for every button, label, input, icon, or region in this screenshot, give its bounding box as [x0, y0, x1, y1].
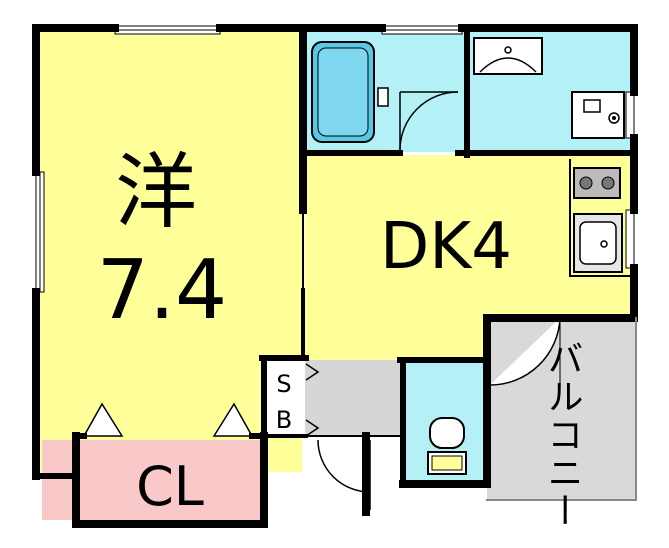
- shoe-box-label-bottom: B: [276, 406, 292, 434]
- western-room-kind-label: 洋: [115, 145, 197, 240]
- washing-machine-pan: [571, 91, 625, 139]
- shoe-box-label-top: S: [276, 370, 291, 398]
- toilet-bowl: [427, 417, 467, 475]
- window-kitchen: [625, 209, 635, 269]
- window-left: [35, 171, 45, 293]
- western-room-floor: [40, 32, 302, 472]
- kitchen-sink: [573, 213, 623, 273]
- window-top: [114, 25, 221, 35]
- balcony-door-swing: [489, 317, 561, 386]
- western-room-size-label: 7.4: [97, 243, 227, 338]
- window-bath: [381, 25, 463, 35]
- bathtub: [311, 41, 389, 143]
- dk-room-label: DK4: [380, 210, 512, 284]
- balcony-label: バルコニー: [542, 340, 583, 530]
- shoe-box-area: [264, 360, 304, 435]
- wash-basin: [473, 37, 543, 75]
- entry-floor: [305, 360, 405, 435]
- gas-stove: [573, 167, 621, 199]
- closet-label: CL: [136, 455, 204, 518]
- shoe-box-doors: [305, 363, 320, 437]
- walls: [32, 24, 638, 528]
- window-washroom: [625, 91, 635, 139]
- bathroom-door-swing: [399, 91, 459, 151]
- closet-door-leaves: [82, 402, 254, 437]
- balcony-floor: [487, 318, 635, 500]
